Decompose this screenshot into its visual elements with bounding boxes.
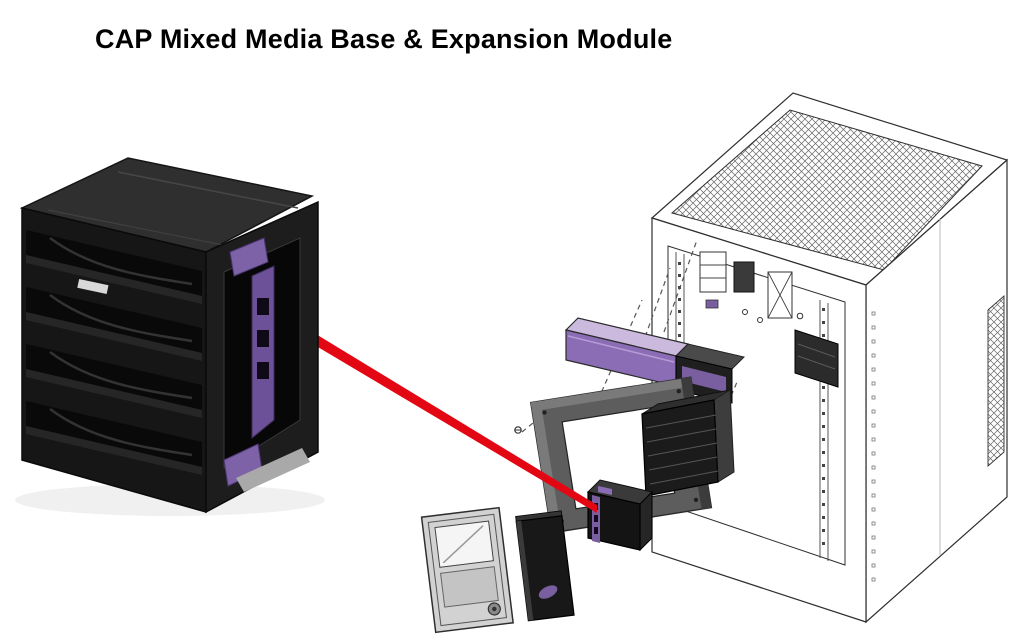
- photo-purple-latch-top: [229, 237, 269, 277]
- rack-cabinet: [650, 92, 1009, 624]
- expansion-module-bar: [564, 317, 745, 404]
- purple-connector: [705, 299, 719, 309]
- module-purple-clip: [598, 486, 612, 495]
- cabinet-mesh-vent: [670, 109, 983, 271]
- screw-icon: [742, 309, 748, 315]
- installed-bay-bracket: [794, 329, 839, 388]
- shelf-opening: [26, 287, 202, 361]
- screw-icon: [757, 317, 763, 323]
- page-title: CAP Mixed Media Base & Expansion Module: [95, 24, 673, 54]
- media-bay-box: [641, 389, 735, 497]
- shelf-opening: [26, 230, 202, 304]
- plate-screw: [514, 426, 522, 434]
- photo-purple-strip: [251, 265, 275, 440]
- shelf-opening: [26, 344, 202, 418]
- shelf-opening: [26, 401, 202, 475]
- photo-base-rail: [236, 448, 310, 492]
- purple-oval-emblem: [538, 585, 558, 599]
- cabinet-side-vent: [987, 295, 1005, 467]
- red-pointer-line: [301, 325, 597, 513]
- screw-icon: [796, 312, 804, 320]
- module-photo: [15, 157, 325, 516]
- label-sticker: [77, 278, 109, 295]
- connector-block: [733, 261, 755, 293]
- front-door-panel: [420, 506, 514, 634]
- mounting-rail-right: [871, 311, 876, 582]
- mixed-media-module-small: [587, 479, 653, 552]
- bar-end-purple-insert: [682, 366, 726, 392]
- side-door-panel: [515, 510, 575, 622]
- installed-components: [699, 251, 839, 388]
